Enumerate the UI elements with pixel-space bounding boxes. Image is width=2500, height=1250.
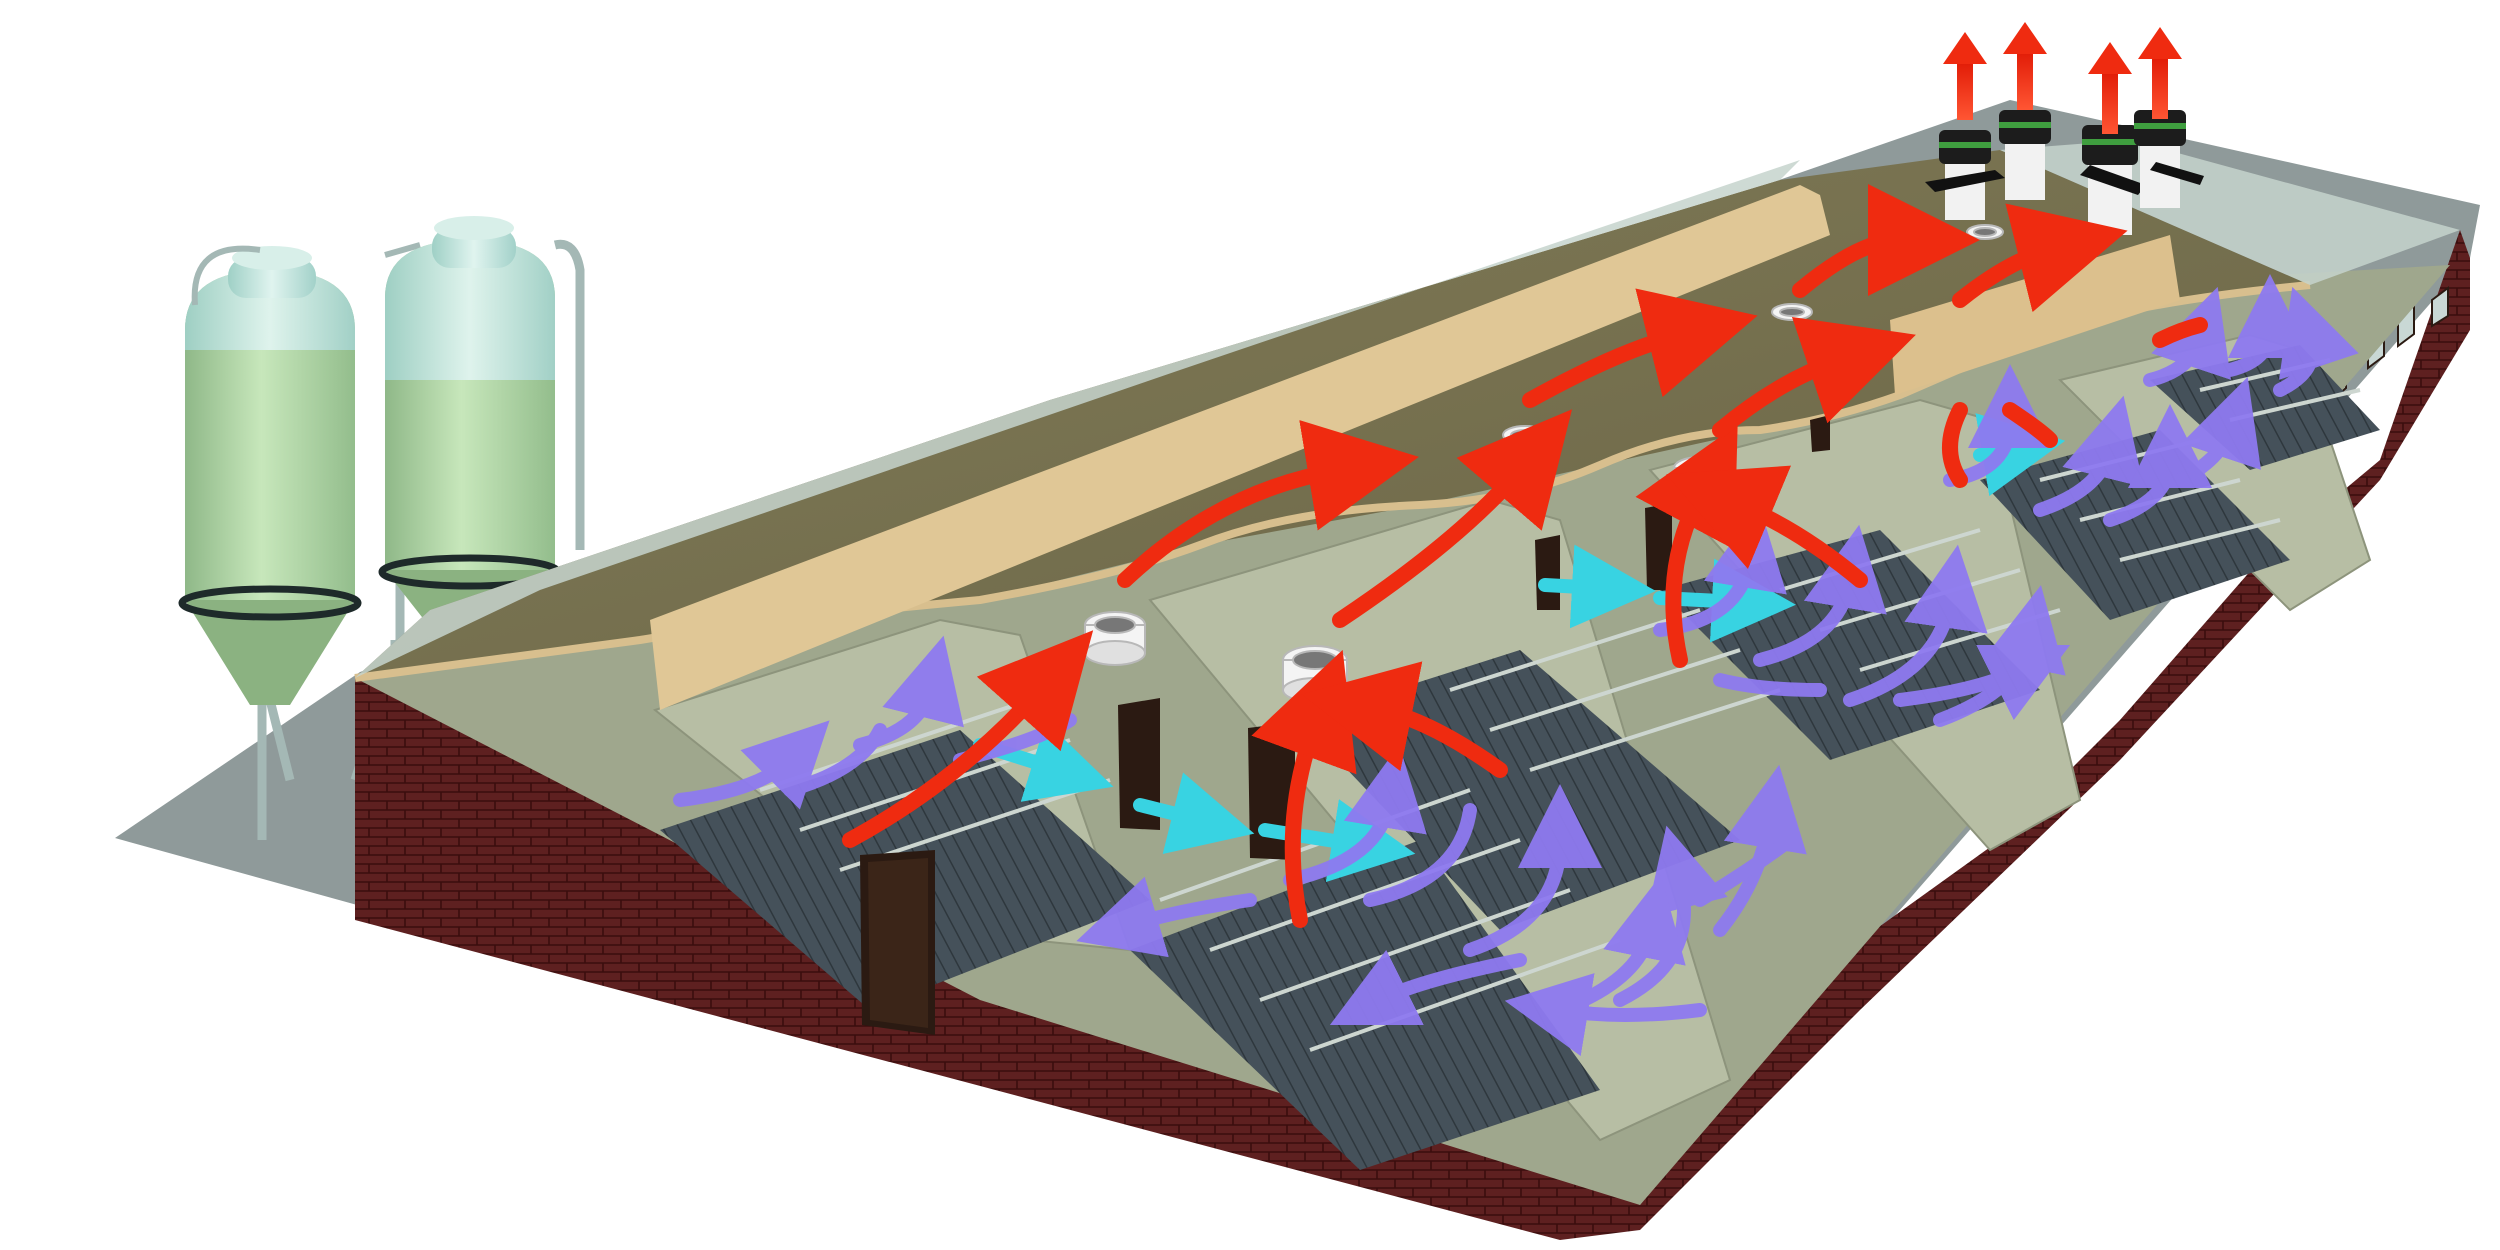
curved-arrow-icon: [1943, 364, 2261, 527]
ring-icon: [1502, 425, 1548, 445]
curved-arrow-icon: [1076, 744, 1807, 1057]
roof-exhaust-arrows: [1943, 22, 2182, 134]
up-arrow-icon: [2138, 27, 2182, 119]
fresh-air-arrows: [673, 274, 2359, 1057]
ring-icon: [1282, 645, 1348, 703]
ring-icon: [1084, 611, 1146, 666]
roof-glass-left: [355, 160, 1800, 678]
attic-partition: [650, 185, 1830, 710]
interior-door-3: [1535, 535, 1560, 610]
interior-door-1: [1118, 698, 1160, 830]
up-arrow-icon: [2003, 22, 2047, 110]
chimney-fan-icon: [1999, 110, 2051, 200]
up-arrow-icon: [1943, 32, 1987, 120]
interior-door-5: [1810, 415, 1830, 452]
curved-arrow-icon: [2143, 274, 2359, 397]
ring-icon: [1673, 456, 1727, 489]
exhaust-air-arrows: [842, 184, 2208, 928]
roof-fans: [1925, 110, 2204, 235]
feed-silo-left: [178, 245, 405, 840]
ring-icon: [1966, 224, 2004, 240]
brick-wall-side: [1640, 230, 2470, 1230]
up-arrow-icon: [2088, 42, 2132, 134]
ring-icon: [1771, 303, 1813, 321]
chimney-fan-icon: [2134, 110, 2204, 208]
